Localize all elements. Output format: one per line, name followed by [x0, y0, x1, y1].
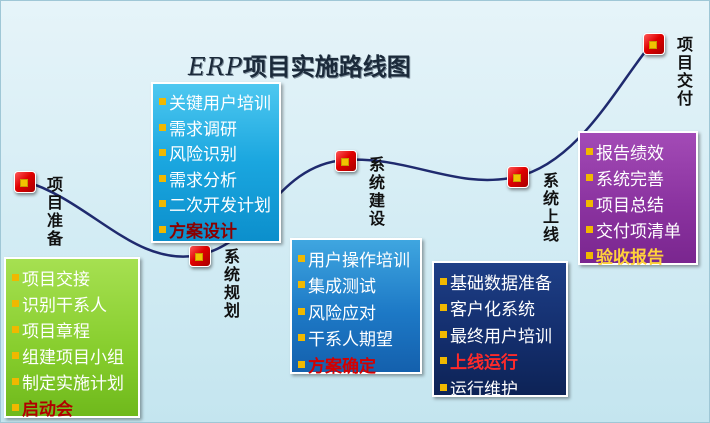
task-item: 组建项目小组 — [12, 342, 134, 368]
milestone-marker-build — [335, 150, 357, 172]
task-box-deliver: 报告绩效 系统完善 项目总结 交付项清单 验收报告 — [578, 131, 698, 268]
bullet-square-icon — [159, 149, 166, 157]
diagram-title: ERP项目实施路线图 — [188, 50, 411, 84]
bullet-square-icon — [440, 357, 447, 365]
bullet-square-icon — [12, 299, 19, 307]
title-main: 项目实施路线图 — [242, 53, 411, 81]
task-item: 关键用户培训 — [159, 89, 275, 115]
milestone-marker-prep — [14, 171, 36, 193]
bullet-square-icon — [586, 199, 593, 207]
task-item: 风险识别 — [159, 140, 275, 166]
task-item: 二次开发计划 — [159, 191, 275, 217]
bullet-square-icon — [159, 225, 166, 233]
task-item-deliverable: 验收报告 — [586, 242, 692, 268]
stage-label-build: 系统建设 — [366, 156, 385, 228]
task-item-deliverable: 上线运行 — [440, 348, 562, 375]
task-item: 需求分析 — [159, 166, 275, 192]
task-item: 交付项清单 — [586, 216, 692, 242]
task-item: 需求调研 — [159, 115, 275, 141]
bullet-square-icon — [159, 200, 166, 208]
task-box-prep: 项目交接 识别干系人 项目章程 组建项目小组 制定实施计划 启动会 — [4, 257, 140, 420]
bullet-square-icon — [440, 304, 447, 312]
task-item: 基础数据准备 — [440, 268, 562, 295]
task-item: 客户化系统 — [440, 295, 562, 322]
stage-label-plan: 系统规划 — [221, 248, 240, 320]
bullet-square-icon — [12, 325, 19, 333]
task-item: 用户操作培训 — [298, 245, 416, 272]
bullet-square-icon — [586, 251, 593, 259]
task-item: 最终用户培训 — [440, 321, 562, 348]
bullet-square-icon — [440, 330, 447, 338]
milestone-marker-plan — [189, 245, 211, 267]
bullet-square-icon — [298, 307, 305, 315]
bullet-square-icon — [298, 360, 305, 368]
bullet-square-icon — [440, 277, 447, 285]
title-prefix: ERP — [188, 53, 243, 81]
stage-label-deliver: 项目交付 — [674, 36, 693, 108]
bullet-square-icon — [12, 273, 19, 281]
task-item: 制定实施计划 — [12, 368, 134, 394]
bullet-square-icon — [159, 98, 166, 106]
bullet-square-icon — [586, 147, 593, 155]
bullet-square-icon — [12, 351, 19, 359]
bullet-square-icon — [298, 254, 305, 262]
stage-label-prep: 项目准备 — [44, 176, 63, 248]
bullet-square-icon — [586, 173, 593, 181]
task-item: 干系人期望 — [298, 325, 416, 352]
task-item: 集成测试 — [298, 272, 416, 299]
task-item: 项目章程 — [12, 316, 134, 342]
task-item: 风险应对 — [298, 298, 416, 325]
task-item-deliverable: 启动会 — [12, 394, 134, 420]
task-box-golive: 基础数据准备 客户化系统 最终用户培训 上线运行 运行维护 — [432, 261, 568, 400]
bullet-square-icon — [440, 383, 447, 391]
task-item: 报告绩效 — [586, 138, 692, 164]
stage-label-golive: 系统上线 — [540, 172, 559, 244]
task-box-build: 用户操作培训 集成测试 风险应对 干系人期望 方案确定 — [290, 238, 422, 377]
bullet-square-icon — [159, 123, 166, 131]
task-item: 识别干系人 — [12, 290, 134, 316]
milestone-marker-golive — [507, 166, 529, 188]
task-item-deliverable: 方案设计 — [159, 217, 275, 243]
bullet-square-icon — [298, 281, 305, 289]
task-item: 项目总结 — [586, 190, 692, 216]
task-item-deliverable: 方案确定 — [298, 351, 416, 378]
task-item: 系统完善 — [586, 164, 692, 190]
milestone-marker-deliver — [643, 33, 665, 55]
bullet-square-icon — [586, 225, 593, 233]
task-item: 运行维护 — [440, 374, 562, 401]
bullet-square-icon — [159, 174, 166, 182]
bullet-square-icon — [12, 377, 19, 385]
bullet-square-icon — [298, 334, 305, 342]
bullet-square-icon — [12, 403, 19, 411]
task-item: 项目交接 — [12, 264, 134, 290]
task-box-plan: 关键用户培训 需求调研 风险识别 需求分析 二次开发计划 方案设计 — [151, 82, 281, 243]
